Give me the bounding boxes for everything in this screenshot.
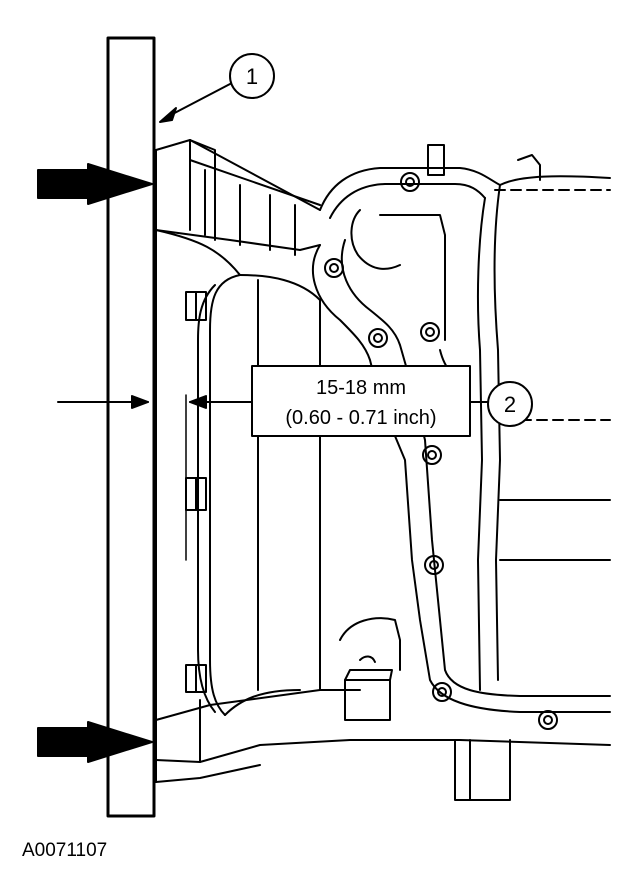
measurement-label-box [251,365,471,437]
oil-pan-outline [197,274,321,716]
press-arrow-bottom [37,721,153,763]
callout-1-arrowhead [159,107,177,123]
flange-bolts [185,291,207,693]
measurement-indicator [57,394,253,561]
lower-boss [339,617,511,801]
figure-id: A0071107 [22,840,108,861]
engine-block-outline [155,139,611,783]
measurement-line-2: (0.60 - 0.71 inch) [285,407,436,429]
callout-2-number: 2 [504,392,516,417]
straight-edge-bar [106,36,156,818]
callout-1-leader [164,83,231,119]
measurement-line-1: 15-18 mm [316,377,406,399]
callout-2-circle [487,381,533,427]
press-arrow-top [37,163,153,205]
callout-1-number: 1 [246,64,258,89]
flange-bolt-heads [324,172,558,730]
callout-1-circle [229,53,275,99]
bell-housing-flange [311,167,611,713]
